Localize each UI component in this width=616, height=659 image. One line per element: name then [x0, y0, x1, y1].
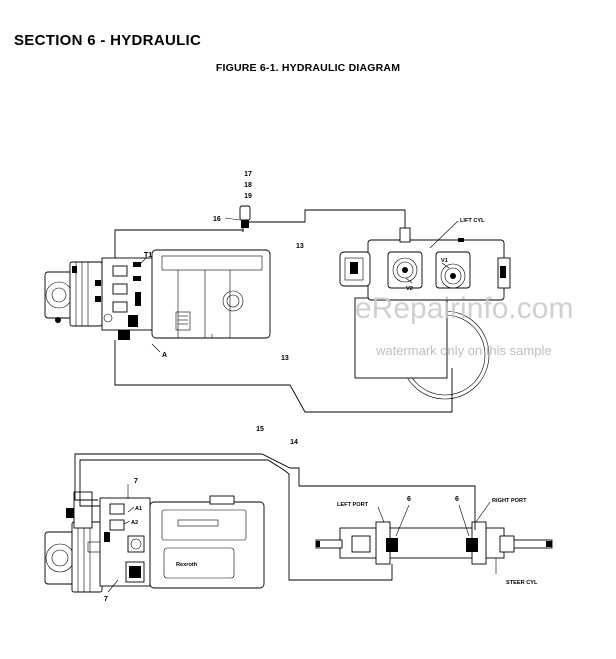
- bottom-leaders: [107, 484, 491, 593]
- steer-cylinder: [315, 521, 553, 574]
- callout-19: 19: [244, 193, 252, 200]
- label-v1: V1: [441, 258, 448, 264]
- callout-6-right: 6: [455, 496, 459, 503]
- callout-7-top: 7: [134, 478, 138, 485]
- callout-6-left: 6: [407, 496, 411, 503]
- label-a1: A1: [135, 506, 142, 512]
- lift-cylinder: [339, 227, 511, 400]
- top-hoses: [114, 209, 453, 413]
- label-right-port: RIGHT PORT: [492, 498, 527, 504]
- label-left-port: LEFT PORT: [337, 502, 369, 508]
- label-t1: T1: [144, 252, 152, 259]
- callout-15: 15: [256, 426, 264, 433]
- top-pump-motor: [44, 249, 271, 340]
- label-a2: A2: [131, 520, 138, 526]
- watermark-main: eRepairinfo.com: [355, 292, 573, 325]
- callout-13-bottom: 13: [281, 355, 289, 362]
- label-steer-cyl: STEER CYL: [506, 580, 538, 586]
- section-title: SECTION 6 - HYDRAULIC: [14, 32, 202, 49]
- callout-7-bottom: 7: [104, 596, 108, 603]
- figure-title: FIGURE 6-1. HYDRAULIC DIAGRAM: [215, 62, 401, 74]
- label-v2: V2: [406, 286, 413, 292]
- breather-fitting: [239, 205, 251, 232]
- label-a: A: [162, 352, 167, 359]
- watermark-sub: watermark only on this sample: [375, 343, 552, 358]
- callout-13-top: 13: [296, 243, 304, 250]
- callout-17: 17: [244, 171, 252, 178]
- label-lift-cyl: LIFT CYL: [460, 218, 485, 224]
- callout-18: 18: [244, 182, 252, 189]
- callout-16: 16: [213, 216, 221, 223]
- bottom-pump-motor: [44, 491, 265, 593]
- brand-logo: Rexroth: [176, 562, 198, 568]
- top-leaders: [137, 217, 459, 353]
- bottom-hoses: [74, 453, 476, 581]
- callout-14: 14: [290, 439, 298, 446]
